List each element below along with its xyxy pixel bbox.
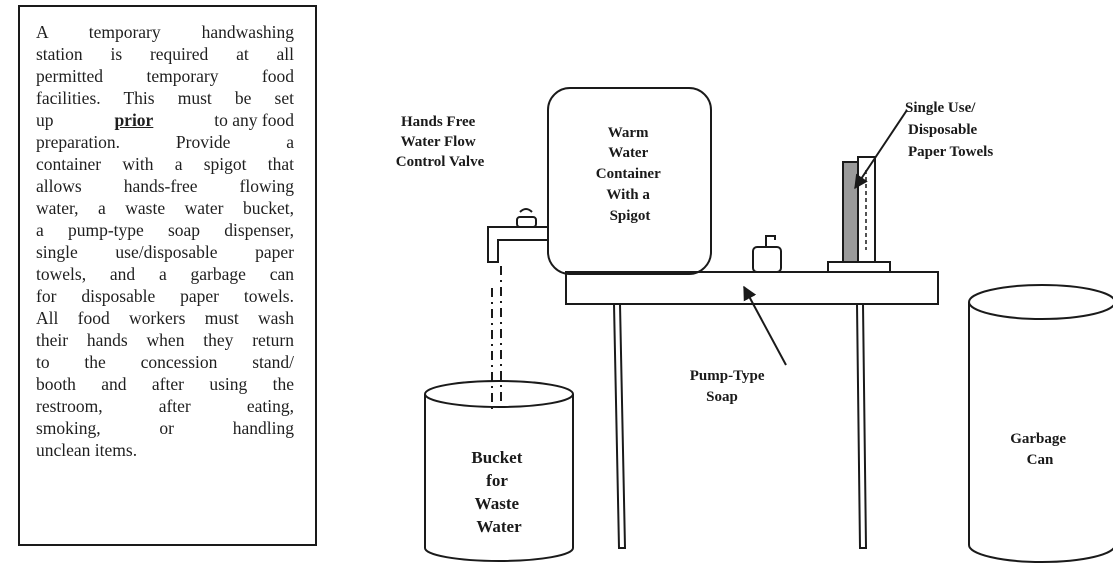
- garbage-label: Garbage Can: [1010, 431, 1070, 468]
- towel-stand-base: [827, 261, 891, 273]
- table-top: [565, 271, 939, 305]
- valve-knob: [519, 208, 533, 213]
- table-leg-left: [612, 303, 627, 549]
- bucket-label-line: Waste: [475, 494, 520, 513]
- instruction-line: station is required at all: [36, 44, 294, 64]
- soap-pump-icon: [765, 235, 776, 247]
- container-label-line: Warm: [608, 125, 649, 141]
- water-stream: [491, 266, 502, 412]
- instruction-line: container with a spigot that: [36, 154, 294, 174]
- container-label-line: Spigot: [610, 208, 651, 224]
- instruction-line: their hands when they return: [36, 330, 294, 350]
- container-label-line: Water: [608, 145, 648, 161]
- instructions-box: A temporary handwashing station is requi…: [18, 5, 317, 546]
- instruction-word: to any food: [214, 110, 294, 130]
- towels-label-line: Single Use/: [905, 100, 976, 116]
- bucket-label-line: for: [486, 471, 508, 490]
- valve-label: Hands Free Water Flow Control Valve: [396, 114, 485, 170]
- spigot-pipe: [487, 226, 548, 263]
- instruction-line: smoking, or handling: [36, 418, 294, 438]
- towels-arrow: [854, 109, 908, 190]
- soap-arrow: [743, 285, 787, 366]
- bucket-label: Bucket for Waste Water: [471, 448, 526, 536]
- instruction-line: A temporary handwashing: [36, 22, 294, 42]
- instruction-line: water, a waste water bucket,: [36, 198, 294, 218]
- soap-bottle: [752, 246, 782, 273]
- garbage-can: [968, 284, 1113, 563]
- valve-label-line: Water Flow: [401, 134, 476, 150]
- garbage-label-line: Garbage: [1010, 431, 1066, 447]
- garbage-can-rim: [968, 284, 1113, 320]
- bucket-body: [424, 394, 574, 562]
- bucket-label-line: Bucket: [471, 448, 522, 467]
- instruction-word: up: [36, 110, 54, 130]
- towels-label-line: Disposable: [908, 122, 978, 138]
- instruction-line: preparation. Provide a: [36, 132, 294, 152]
- instruction-line: All food workers must wash: [36, 308, 294, 328]
- towel-stack-front: [842, 161, 859, 263]
- instruction-line: to the concession stand/: [36, 352, 294, 372]
- instruction-line: facilities. This must be set: [36, 88, 294, 108]
- waste-water-bucket: [424, 380, 574, 562]
- instruction-line: permitted temporary food: [36, 66, 294, 86]
- instruction-line: towels, and a garbage can: [36, 264, 294, 284]
- instruction-line: unclean items.: [36, 440, 138, 460]
- container-body: [547, 87, 712, 275]
- table: [565, 271, 939, 549]
- garbage-can-body: [968, 302, 1113, 563]
- table-leg-right: [855, 303, 868, 549]
- emphasis-prior: prior: [114, 110, 154, 130]
- container-label: Warm Water Container With a Spigot: [596, 125, 664, 224]
- garbage-label-line: Can: [1027, 452, 1054, 468]
- valve-label-line: Control Valve: [396, 154, 485, 170]
- container-label-line: Container: [596, 166, 661, 182]
- instruction-line: a pump-type soap dispenser,: [36, 220, 294, 240]
- soap-label-line: Soap: [706, 389, 738, 405]
- towels-label-line: Paper Towels: [908, 144, 993, 160]
- instruction-line: restroom, after eating,: [36, 396, 294, 416]
- instruction-line: booth and after using the: [36, 374, 294, 394]
- bucket-rim: [424, 380, 574, 408]
- soap-label-line: Pump-Type: [690, 368, 765, 384]
- soap-label: Pump-Type Soap: [690, 368, 768, 405]
- instruction-line: for disposable paper towels.: [36, 286, 294, 306]
- container-label-line: With a: [606, 187, 650, 203]
- valve-icon: [516, 216, 537, 228]
- bucket-label-line: Water: [476, 517, 522, 536]
- paper-towel-holder: [827, 156, 891, 273]
- instruction-line: allows hands-free flowing: [36, 176, 294, 196]
- soap-dispenser: [752, 235, 782, 273]
- instruction-line-prior: up prior to any food: [36, 109, 294, 131]
- valve-label-line: Hands Free: [401, 114, 476, 130]
- towels-label: Single Use/ Disposable Paper Towels: [905, 100, 993, 160]
- water-container: [547, 87, 712, 275]
- spigot: [487, 208, 548, 263]
- instruction-line: single use/disposable paper: [36, 242, 294, 262]
